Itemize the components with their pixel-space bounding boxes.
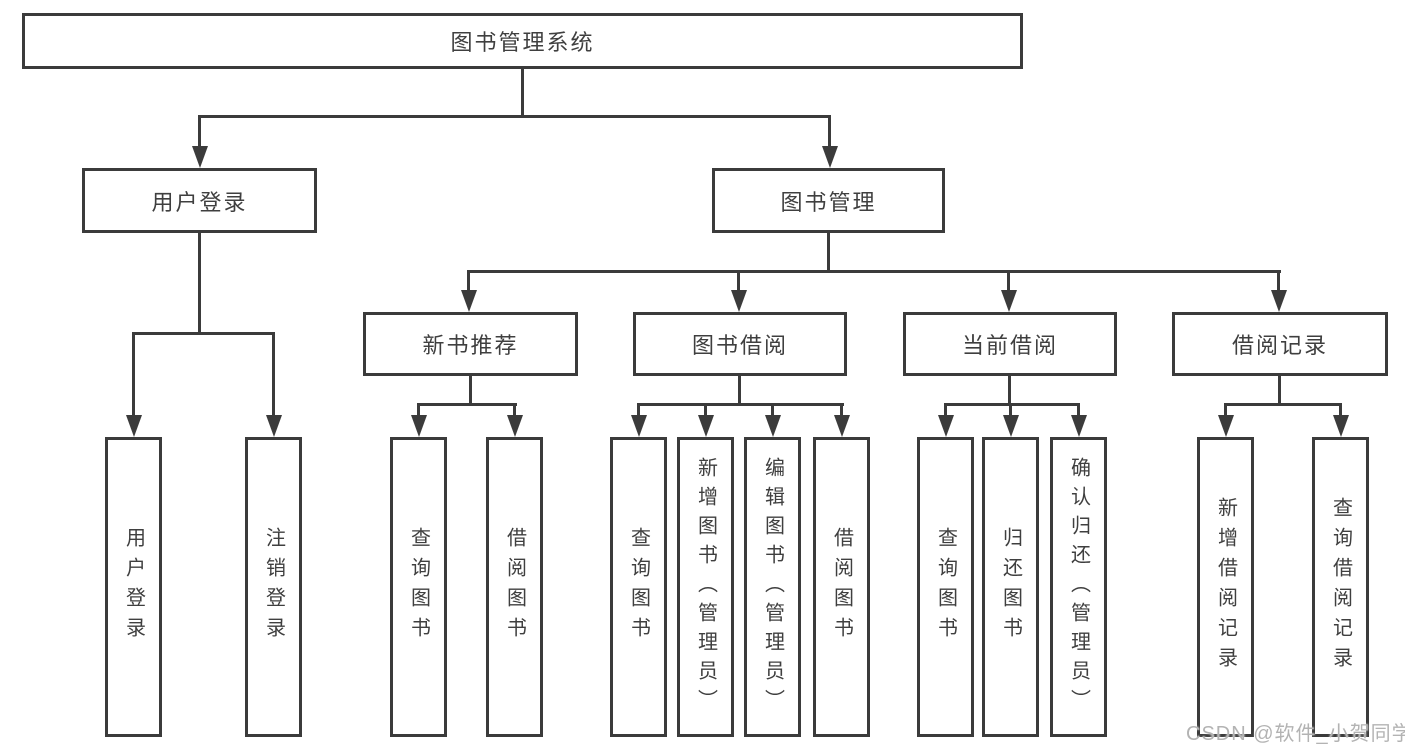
vline — [417, 406, 420, 415]
leaf-query-books-1-label: 查询图书 — [407, 527, 430, 647]
node-user-login-label: 用户登录 — [151, 189, 248, 215]
vline — [828, 118, 831, 146]
arrowhead-down-icon — [730, 290, 747, 312]
node-book-borrowing: 图书借阅 — [633, 312, 847, 376]
leaf-query-borrow-record: 查询借阅记录 — [1312, 437, 1369, 737]
vline — [1339, 406, 1342, 415]
node-book-borrowing-label: 图书借阅 — [691, 333, 788, 358]
leaf-add-books-admin-label: 新增图书（管理员） — [694, 456, 717, 718]
leaf-user-login-label: 用户登录 — [122, 527, 145, 647]
node-current-borrowing: 当前借阅 — [903, 312, 1117, 376]
vline — [1278, 376, 1281, 403]
leaf-borrow-books-2: 借阅图书 — [813, 437, 870, 737]
vline — [1224, 406, 1227, 415]
leaf-query-books-2-label: 查询图书 — [627, 527, 650, 647]
arrowhead-down-icon — [1270, 290, 1287, 312]
vline — [827, 233, 830, 270]
hline — [467, 270, 1281, 273]
leaf-confirm-return-admin-label: 确认归还（管理员） — [1067, 456, 1090, 718]
vline — [771, 406, 774, 415]
leaf-add-books-admin: 新增图书（管理员） — [677, 437, 734, 737]
leaf-query-books-3: 查询图书 — [917, 437, 974, 737]
watermark: CSDN @软件_小贺同学 — [1186, 723, 1405, 745]
hline — [1224, 403, 1342, 406]
leaf-query-books-3-label: 查询图书 — [934, 527, 957, 647]
vline — [840, 406, 843, 415]
node-new-book-recommend-label: 新书推荐 — [422, 333, 519, 358]
leaf-user-login: 用户登录 — [105, 437, 162, 737]
arrowhead-down-icon — [125, 415, 142, 437]
vline — [1007, 273, 1010, 290]
vline — [198, 233, 201, 332]
leaf-return-books: 归还图书 — [982, 437, 1039, 737]
vline — [272, 335, 275, 415]
arrowhead-down-icon — [1000, 290, 1017, 312]
vline — [521, 69, 524, 115]
hline — [637, 403, 844, 406]
node-new-book-recommend: 新书推荐 — [363, 312, 578, 376]
vline — [1008, 376, 1011, 403]
node-book-management: 图书管理 — [712, 168, 945, 233]
vline — [132, 335, 135, 415]
arrowhead-down-icon — [506, 415, 523, 437]
arrowhead-down-icon — [1070, 415, 1087, 437]
arrowhead-down-icon — [1332, 415, 1349, 437]
arrowhead-down-icon — [821, 146, 838, 168]
vline — [1277, 273, 1280, 290]
leaf-borrow-books-1-label: 借阅图书 — [503, 527, 526, 647]
hline — [417, 403, 517, 406]
vline — [469, 376, 472, 403]
arrowhead-down-icon — [410, 415, 427, 437]
vline — [637, 406, 640, 415]
node-user-login: 用户登录 — [82, 168, 317, 233]
leaf-add-borrow-record: 新增借阅记录 — [1197, 437, 1254, 737]
node-root-label: 图书管理系统 — [450, 30, 595, 55]
arrowhead-down-icon — [764, 415, 781, 437]
leaf-logout-label: 注销登录 — [262, 527, 285, 647]
node-root: 图书管理系统 — [22, 13, 1023, 69]
arrowhead-down-icon — [937, 415, 954, 437]
vline — [1009, 406, 1012, 415]
vline — [704, 406, 707, 415]
leaf-query-books-1: 查询图书 — [390, 437, 447, 737]
hline — [944, 403, 1080, 406]
leaf-edit-books-admin: 编辑图书（管理员） — [744, 437, 801, 737]
vline — [738, 376, 741, 403]
vline — [467, 273, 470, 290]
vline — [944, 406, 947, 415]
arrowhead-down-icon — [1002, 415, 1019, 437]
vline — [737, 273, 740, 290]
arrowhead-down-icon — [697, 415, 714, 437]
arrowhead-down-icon — [460, 290, 477, 312]
arrowhead-down-icon — [833, 415, 850, 437]
hline — [198, 115, 831, 118]
arrowhead-down-icon — [265, 415, 282, 437]
leaf-query-books-2: 查询图书 — [610, 437, 667, 737]
leaf-logout: 注销登录 — [245, 437, 302, 737]
vline — [1077, 406, 1080, 415]
hline — [132, 332, 275, 335]
leaf-confirm-return-admin: 确认归还（管理员） — [1050, 437, 1107, 737]
leaf-borrow-books-2-label: 借阅图书 — [830, 527, 853, 647]
leaf-return-books-label: 归还图书 — [999, 527, 1022, 647]
arrowhead-down-icon — [1217, 415, 1234, 437]
leaf-edit-books-admin-label: 编辑图书（管理员） — [761, 456, 784, 718]
vline — [513, 406, 516, 415]
node-borrowing-records: 借阅记录 — [1172, 312, 1388, 376]
node-borrowing-records-label: 借阅记录 — [1231, 333, 1328, 358]
leaf-add-borrow-record-label: 新增借阅记录 — [1214, 497, 1237, 677]
node-current-borrowing-label: 当前借阅 — [961, 333, 1058, 358]
arrowhead-down-icon — [191, 146, 208, 168]
leaf-query-borrow-record-label: 查询借阅记录 — [1329, 497, 1352, 677]
node-book-management-label: 图书管理 — [780, 189, 877, 215]
vline — [198, 118, 201, 146]
arrowhead-down-icon — [630, 415, 647, 437]
leaf-borrow-books-1: 借阅图书 — [486, 437, 543, 737]
